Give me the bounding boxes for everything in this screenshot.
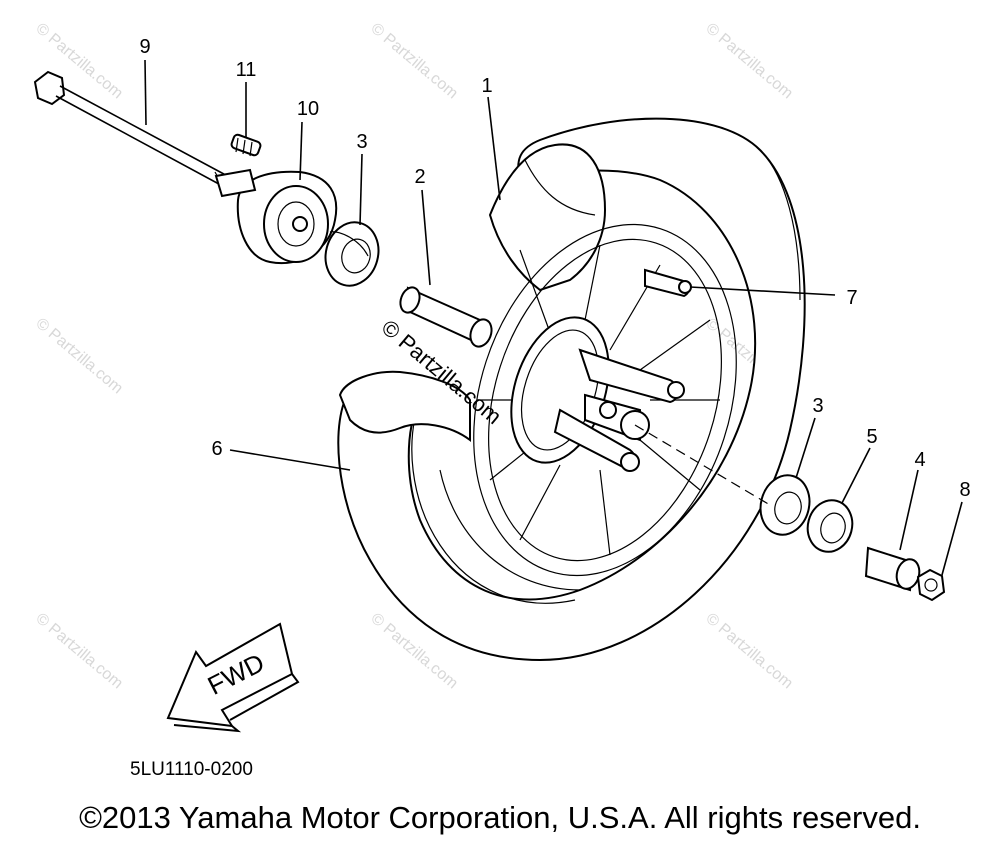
oil-seal[interactable] xyxy=(802,495,858,557)
axle-centerline xyxy=(634,424,771,506)
tire[interactable] xyxy=(337,117,806,662)
callout-3-right: 3 xyxy=(812,395,823,417)
watermark: © Partzilla.com xyxy=(32,315,126,397)
screw[interactable] xyxy=(230,133,262,157)
watermark: © Partzilla.com xyxy=(32,610,126,692)
callout-3: 3 xyxy=(356,131,367,153)
callouts: 9 11 10 3 2 1 7 6 3 5 4 8 xyxy=(139,36,970,501)
watermark: © Partzilla.com xyxy=(367,20,461,102)
axle[interactable] xyxy=(33,70,236,195)
gear-unit[interactable] xyxy=(214,168,338,265)
collar[interactable] xyxy=(864,546,923,592)
copyright-notice: ©2013 Yamaha Motor Corporation, U.S.A. A… xyxy=(79,800,921,835)
callout-4: 4 xyxy=(914,449,925,471)
leader-lines xyxy=(144,59,963,576)
watermark: © Partzilla.com xyxy=(702,20,796,102)
bearing-right[interactable] xyxy=(754,470,816,540)
callout-7: 7 xyxy=(846,287,857,309)
nut[interactable] xyxy=(916,568,946,602)
callout-8: 8 xyxy=(959,479,970,501)
spacer[interactable] xyxy=(397,285,495,350)
callout-11: 11 xyxy=(236,59,257,81)
callout-2: 2 xyxy=(414,166,425,188)
valve[interactable] xyxy=(644,268,692,298)
callout-5: 5 xyxy=(866,426,877,448)
fwd-arrow-icon: FWD xyxy=(166,622,300,733)
callout-9: 9 xyxy=(139,36,150,58)
callout-6: 6 xyxy=(211,438,222,460)
diagram-code: 5LU1110-0200 xyxy=(130,759,253,780)
callout-10: 10 xyxy=(297,98,319,120)
watermark: © Partzilla.com xyxy=(702,610,796,692)
wheel-rim[interactable] xyxy=(430,190,779,610)
callout-1: 1 xyxy=(481,75,492,97)
